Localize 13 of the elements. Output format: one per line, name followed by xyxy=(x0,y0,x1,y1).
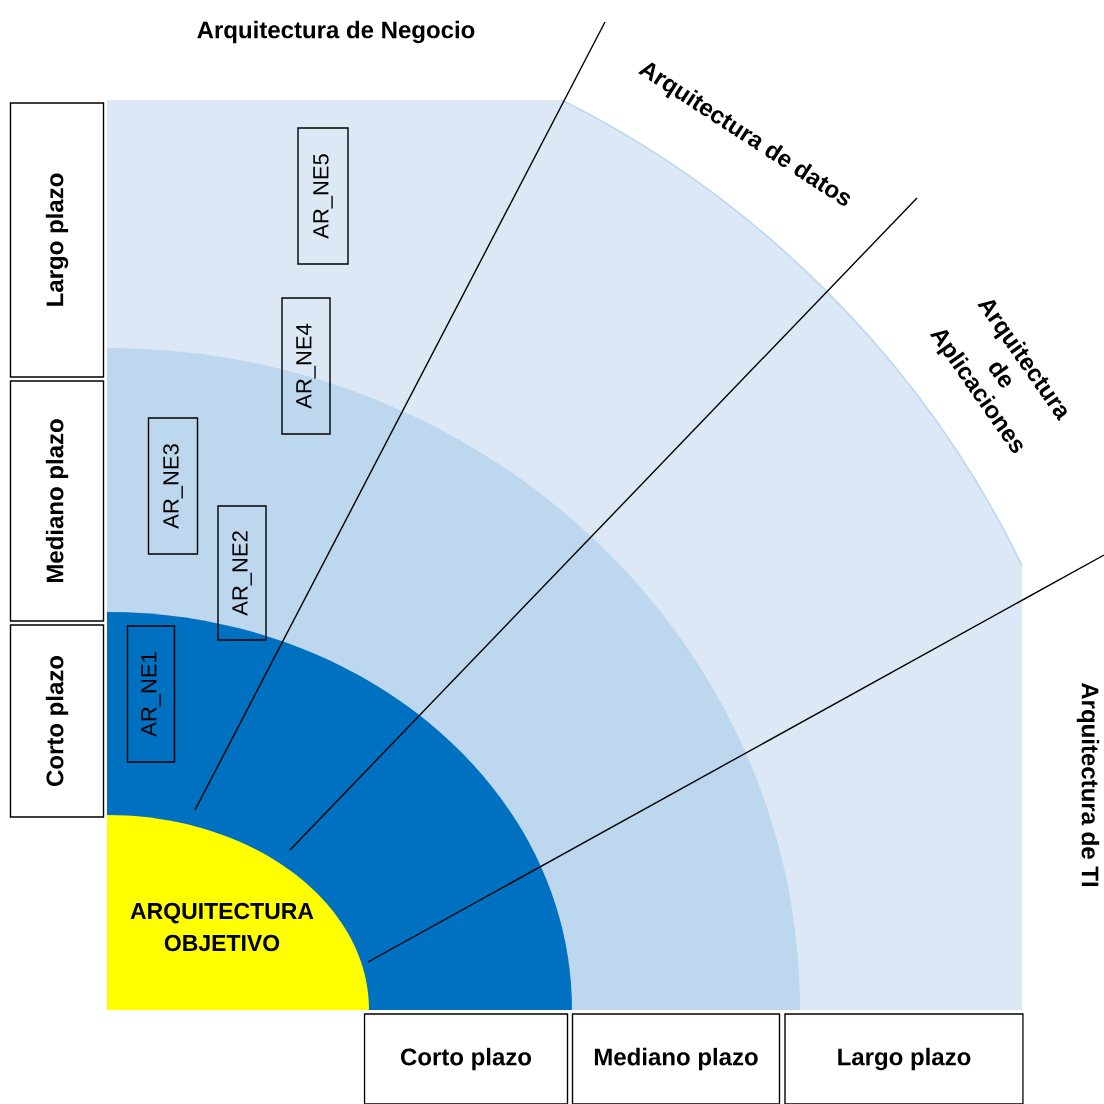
time-box: Corto plazo xyxy=(363,1013,569,1104)
sector-label: Arquitectura de Negocio xyxy=(197,20,475,44)
time-box: Mediano plazo xyxy=(9,380,105,622)
item-box: AR_NE2 xyxy=(217,505,267,641)
item-box: AR_NE5 xyxy=(297,127,349,265)
item-box: AR_NE3 xyxy=(147,417,199,555)
item-box: AR_NE4 xyxy=(281,297,331,435)
time-box: Mediano plazo xyxy=(571,1013,781,1104)
sector-label: Arquitectura de TI xyxy=(1076,682,1100,887)
item-box: AR_NE1 xyxy=(126,625,176,763)
time-box: Largo plazo xyxy=(9,102,105,378)
time-box: Largo plazo xyxy=(784,1013,1024,1104)
time-box: Corto plazo xyxy=(9,624,105,818)
